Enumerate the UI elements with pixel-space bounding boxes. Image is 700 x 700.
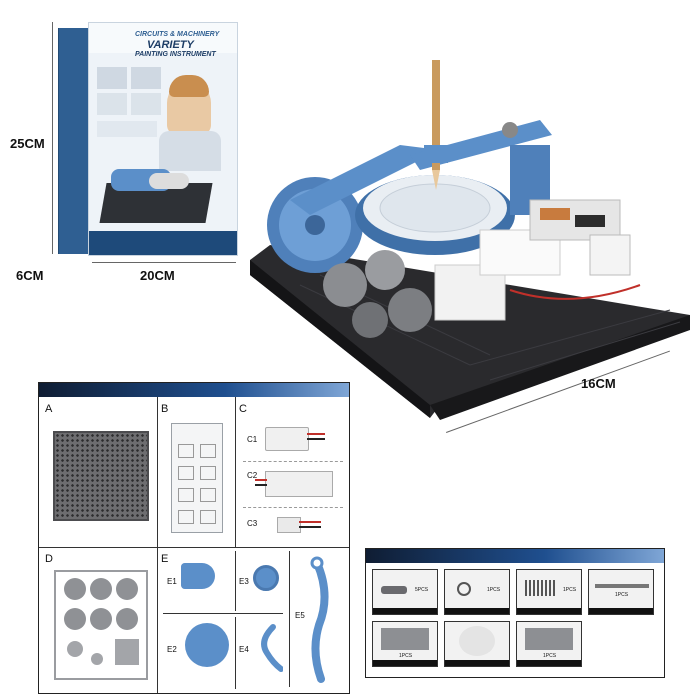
feature-tile	[131, 67, 161, 89]
divider	[157, 397, 158, 547]
separator	[243, 461, 343, 462]
terminal-block	[589, 234, 631, 276]
painting-machine-illustration	[250, 60, 690, 420]
part-b-label: B	[161, 403, 169, 415]
part-c2-label: C2	[247, 471, 258, 480]
pencil	[432, 60, 440, 170]
box-title-line3: PAINTING INSTRUMENT	[135, 51, 216, 58]
part-d-gear-sprue	[54, 570, 148, 680]
part-c1-label: C1	[247, 435, 258, 444]
part-b-sprue	[171, 423, 223, 533]
separator	[243, 507, 343, 508]
pencil-tip	[432, 170, 440, 190]
divider	[157, 547, 158, 693]
feature-tile	[97, 93, 127, 115]
part-a-baseplate	[53, 431, 149, 521]
part-c1-switch	[265, 427, 309, 451]
part-c2-battery-box	[265, 471, 333, 497]
divider	[235, 617, 236, 689]
part-e5-label: E5	[295, 611, 305, 620]
feature-tile	[131, 93, 161, 115]
accessories-panel-header	[366, 549, 664, 563]
accessory-qty: 1PCS	[563, 587, 577, 593]
grey-gear	[388, 288, 432, 332]
height-dimension-line	[52, 22, 53, 254]
height-label: 25CM	[10, 136, 45, 151]
width-dimension-line	[92, 262, 236, 263]
box-side-panel	[58, 28, 89, 254]
part-c3-label: C3	[247, 519, 258, 528]
box-title-line2: VARIETY	[147, 39, 194, 51]
grey-gear	[365, 250, 405, 290]
battery	[575, 215, 605, 227]
part-d-label: D	[45, 553, 53, 565]
part-e1-label: E1	[167, 577, 177, 586]
base-edge-left	[250, 260, 430, 418]
base-edge	[430, 315, 690, 420]
part-e3-gear	[253, 565, 279, 591]
part-e4-label: E4	[239, 645, 249, 654]
battery	[540, 208, 570, 220]
accessory-qty: 1PCS	[487, 587, 501, 593]
box-bottom-band	[89, 231, 237, 255]
red-wire	[509, 284, 641, 300]
accessory-spring: 1PCS	[516, 569, 582, 615]
part-e2-label: E2	[167, 645, 177, 654]
accessory-qty: 1PCS	[615, 592, 629, 598]
length-label: 16CM	[581, 376, 616, 391]
accessory-qty: 1PCS	[543, 653, 557, 659]
depth-label: 6CM	[16, 268, 44, 283]
part-e1-gear	[181, 563, 215, 589]
part-c3-motor	[277, 517, 301, 533]
part-e2-disc	[185, 623, 229, 667]
divider	[39, 547, 349, 548]
box-product-disc	[149, 173, 189, 189]
accessory-paper-discs	[444, 621, 510, 667]
accessories-panel: 5PCS 1PCS 1PCS 1PCS 1PCS 1PCS	[365, 548, 665, 678]
divider	[235, 397, 236, 547]
part-c-label: C	[239, 403, 247, 415]
accessory-rod: 1PCS	[588, 569, 654, 615]
product-box: CIRCUITS & MACHINERY VARIETY PAINTING IN…	[88, 22, 238, 256]
part-e-label: E	[161, 553, 169, 565]
accessory-hook: 1PCS	[444, 569, 510, 615]
part-e5-arm	[310, 556, 329, 683]
accessory-qty: 1PCS	[399, 653, 413, 659]
feature-tile	[97, 67, 127, 89]
accessory-pins: 5PCS	[372, 569, 438, 615]
box-title-line1: CIRCUITS & MACHINERY	[135, 31, 220, 38]
pencil-holder	[424, 145, 448, 163]
drawing-disc-inner	[379, 183, 491, 233]
parts-panel-header	[39, 383, 349, 397]
part-e3-label: E3	[239, 577, 249, 586]
accessory-paper-sheet: 1PCS	[372, 621, 438, 667]
part-e4-link	[261, 624, 283, 672]
gear-hub	[305, 215, 325, 235]
part-a-label: A	[45, 403, 53, 415]
parts-panel: A B C C1 C2 C3 D E E1 E3	[38, 382, 350, 694]
divider	[289, 551, 290, 687]
divider	[163, 613, 283, 614]
child-hair	[169, 75, 209, 97]
feature-strip	[97, 121, 157, 137]
accessory-sticker-sheet: 1PCS	[516, 621, 582, 667]
child-shirt	[159, 131, 221, 171]
grey-gear	[323, 263, 367, 307]
width-label: 20CM	[140, 268, 175, 283]
drawing-arm	[290, 145, 440, 215]
divider	[235, 551, 236, 611]
arm-knob	[502, 122, 518, 138]
grey-gear	[352, 302, 388, 338]
accessory-qty: 5PCS	[415, 587, 429, 593]
